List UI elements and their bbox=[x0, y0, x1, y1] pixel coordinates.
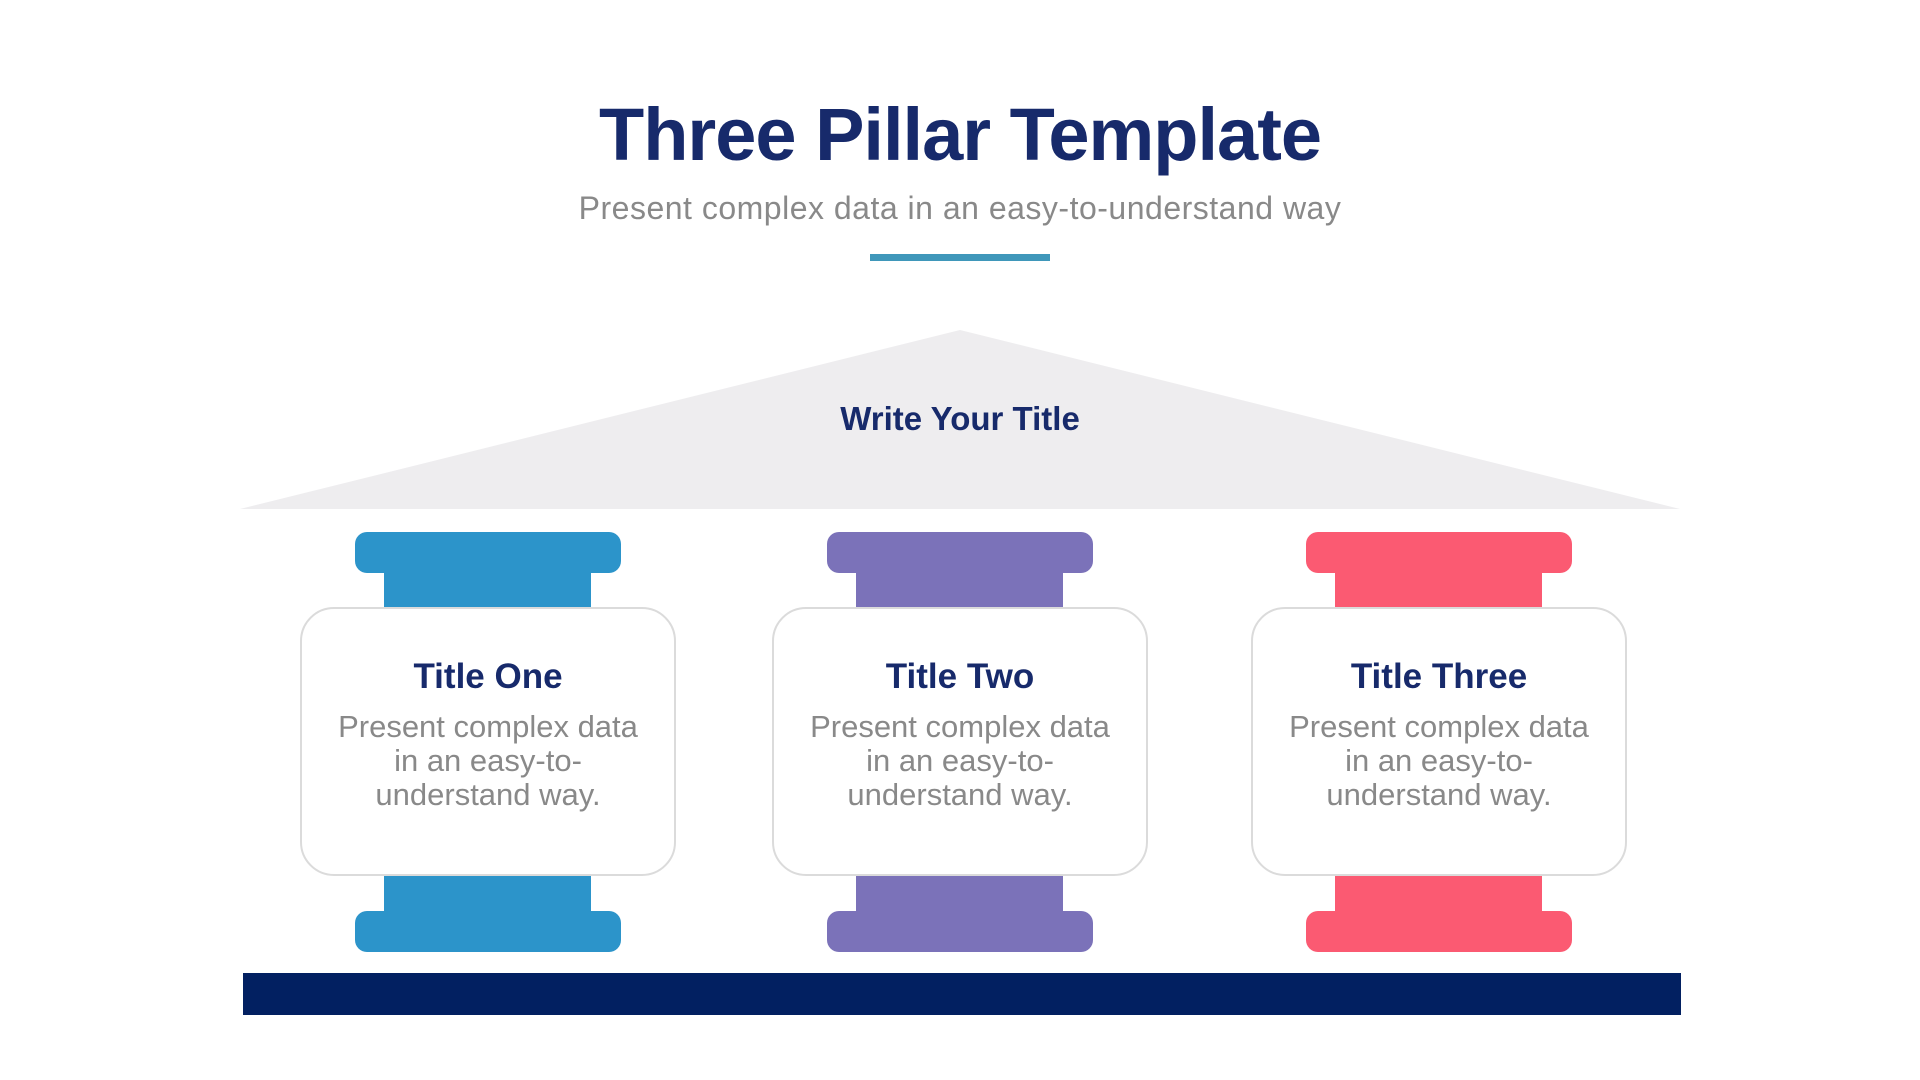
pillar-three-body: Present complex data in an easy-to- unde… bbox=[1289, 709, 1589, 812]
pillar-three-title: Title Three bbox=[1350, 657, 1528, 696]
pillar-two: Title Two Present complex data in an eas… bbox=[772, 532, 1148, 952]
pillar-one-card: Title One Present complex data in an eas… bbox=[300, 607, 676, 876]
roof-title: Write Your Title bbox=[840, 400, 1080, 437]
pillar-one: Title One Present complex data in an eas… bbox=[300, 532, 676, 952]
pillar-two-card: Title Two Present complex data in an eas… bbox=[772, 607, 1148, 876]
page-title: Three Pillar Template bbox=[599, 93, 1322, 176]
roof-triangle-shape bbox=[240, 330, 1680, 509]
pillar-one-title: Title One bbox=[413, 657, 563, 696]
pillar-two-body: Present complex data in an easy-to- unde… bbox=[810, 709, 1110, 812]
pillar-two-base bbox=[827, 911, 1093, 952]
page-subtitle: Present complex data in an easy-to-under… bbox=[578, 190, 1342, 226]
pillar-three-card: Title Three Present complex data in an e… bbox=[1251, 607, 1627, 876]
roof-triangle bbox=[240, 330, 1680, 509]
pillar-three-base bbox=[1306, 911, 1572, 952]
pillar-three: Title Three Present complex data in an e… bbox=[1251, 532, 1627, 952]
foundation-bar bbox=[243, 973, 1681, 1015]
title-divider bbox=[870, 254, 1050, 261]
pillar-two-title: Title Two bbox=[885, 657, 1035, 696]
pillar-one-base bbox=[355, 911, 621, 952]
pillar-two-capital bbox=[827, 532, 1093, 573]
pillar-one-body: Present complex data in an easy-to- unde… bbox=[338, 709, 638, 812]
pillar-three-capital bbox=[1306, 532, 1572, 573]
pillar-one-capital bbox=[355, 532, 621, 573]
